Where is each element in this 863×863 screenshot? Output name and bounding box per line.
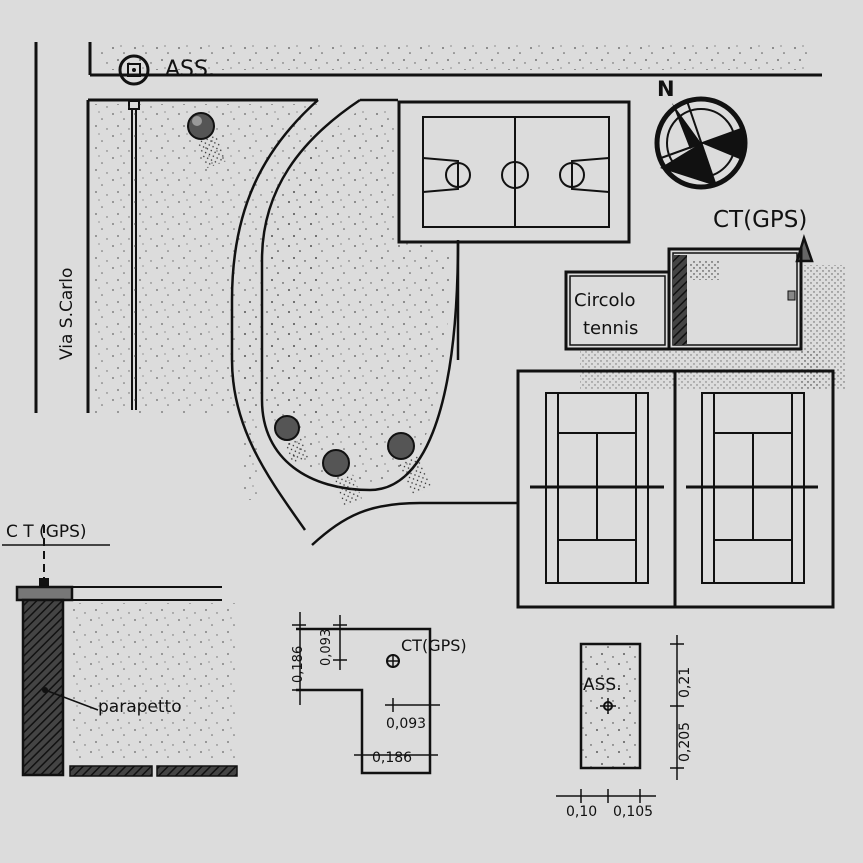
tennis-club-building: Circolo tennis [564,247,846,390]
ct-gps-detail-label: CT(GPS) [401,636,467,655]
gps-station: CT(GPS) [713,207,814,263]
ass-label: ASS. [165,57,215,82]
dim-ass-v2: 0,205 [677,722,693,762]
ct-gps-label: CT(GPS) [713,207,807,233]
ct-gps-detail: 0,186 0,093 CT(GPS) 0,093 0,186 [291,612,467,775]
street-via-s-carlo: Via S.Carlo [34,42,90,413]
dim-ass-h1: 0,10 [566,804,597,820]
ass-detail: ASS. 0,21 0,205 0,10 0,105 [556,635,693,820]
parapet-label: parapetto [98,697,182,717]
tree-icon [322,449,363,507]
basketball-court [397,100,631,244]
dim-ass-h2: 0,105 [613,804,653,820]
tree-group [187,112,433,507]
dim-ass-v1: 0,21 [677,667,693,698]
site-boundary [88,42,822,102]
dim-ct-h1: 0,093 [386,716,426,732]
benchmark-ass: ASS. [118,54,215,86]
street-label: Via S.Carlo [57,268,77,360]
tree-icon [274,415,310,465]
ass-detail-label: ASS. [583,675,622,695]
tree-icon [387,432,433,496]
tennis-court-right [686,392,818,584]
club-label-line2: tennis [583,318,638,339]
ct-gps-section-label: C T (GPS) [6,522,87,542]
dim-ct-v2: 0,093 [319,629,334,666]
tennis-courts [516,369,835,609]
section-detail: C T (GPS) parapetto [2,522,238,777]
north-label: N [657,77,675,101]
club-label-line1: Circolo [574,290,636,311]
dim-ct-h2: 0,186 [372,750,412,766]
tree-icon [187,112,227,169]
tennis-court-left [530,392,664,584]
garden-path [230,98,517,546]
dim-ct-v1: 0,186 [291,646,306,683]
north-arrow-icon: N [654,77,748,190]
